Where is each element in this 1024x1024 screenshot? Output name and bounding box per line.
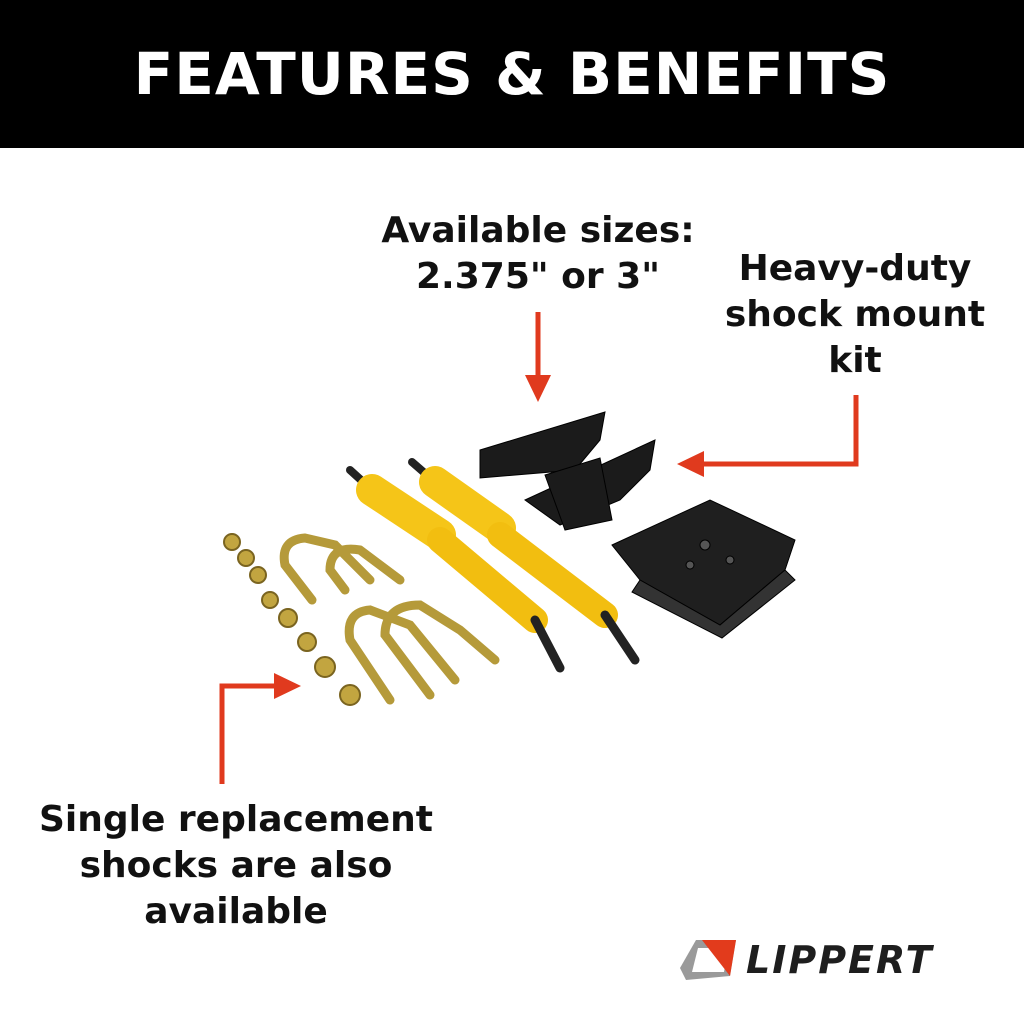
callout-line: available [144,891,328,932]
lug-nuts [223,533,361,706]
shock-mount-plate [611,499,796,639]
callout-line: shock mount [724,294,986,335]
page-title: FEATURES & BENEFITS [133,40,891,108]
logo-text: LIPPERT [746,938,934,982]
callout-line: shocks are also [79,845,393,886]
callout-line: kit [828,340,882,381]
lippert-logo: LIPPERT [678,938,934,982]
header-banner: FEATURES & BENEFITS [0,0,1024,148]
callout-line: Heavy-duty [738,248,972,289]
lippert-logo-mark-icon [680,940,736,980]
callout-line: Single replacement [38,799,434,840]
shock-absorber [346,466,565,673]
arrow-right-icon [219,673,301,784]
callout-line: Available sizes: [381,210,695,251]
callout-available-sizes: Available sizes: 2.375" or 3" [338,208,738,300]
callout-mount-kit: Heavy-duty shock mount kit [705,246,1005,384]
callout-line: 2.375" or 3" [416,256,660,297]
shock-absorber [408,458,640,665]
callout-single-replacement: Single replacement shocks are also avail… [36,797,436,935]
shock-mount-bracket [479,411,656,531]
u-bolt [279,533,500,705]
arrow-down-icon [525,312,551,402]
arrow-left-icon [677,395,859,477]
